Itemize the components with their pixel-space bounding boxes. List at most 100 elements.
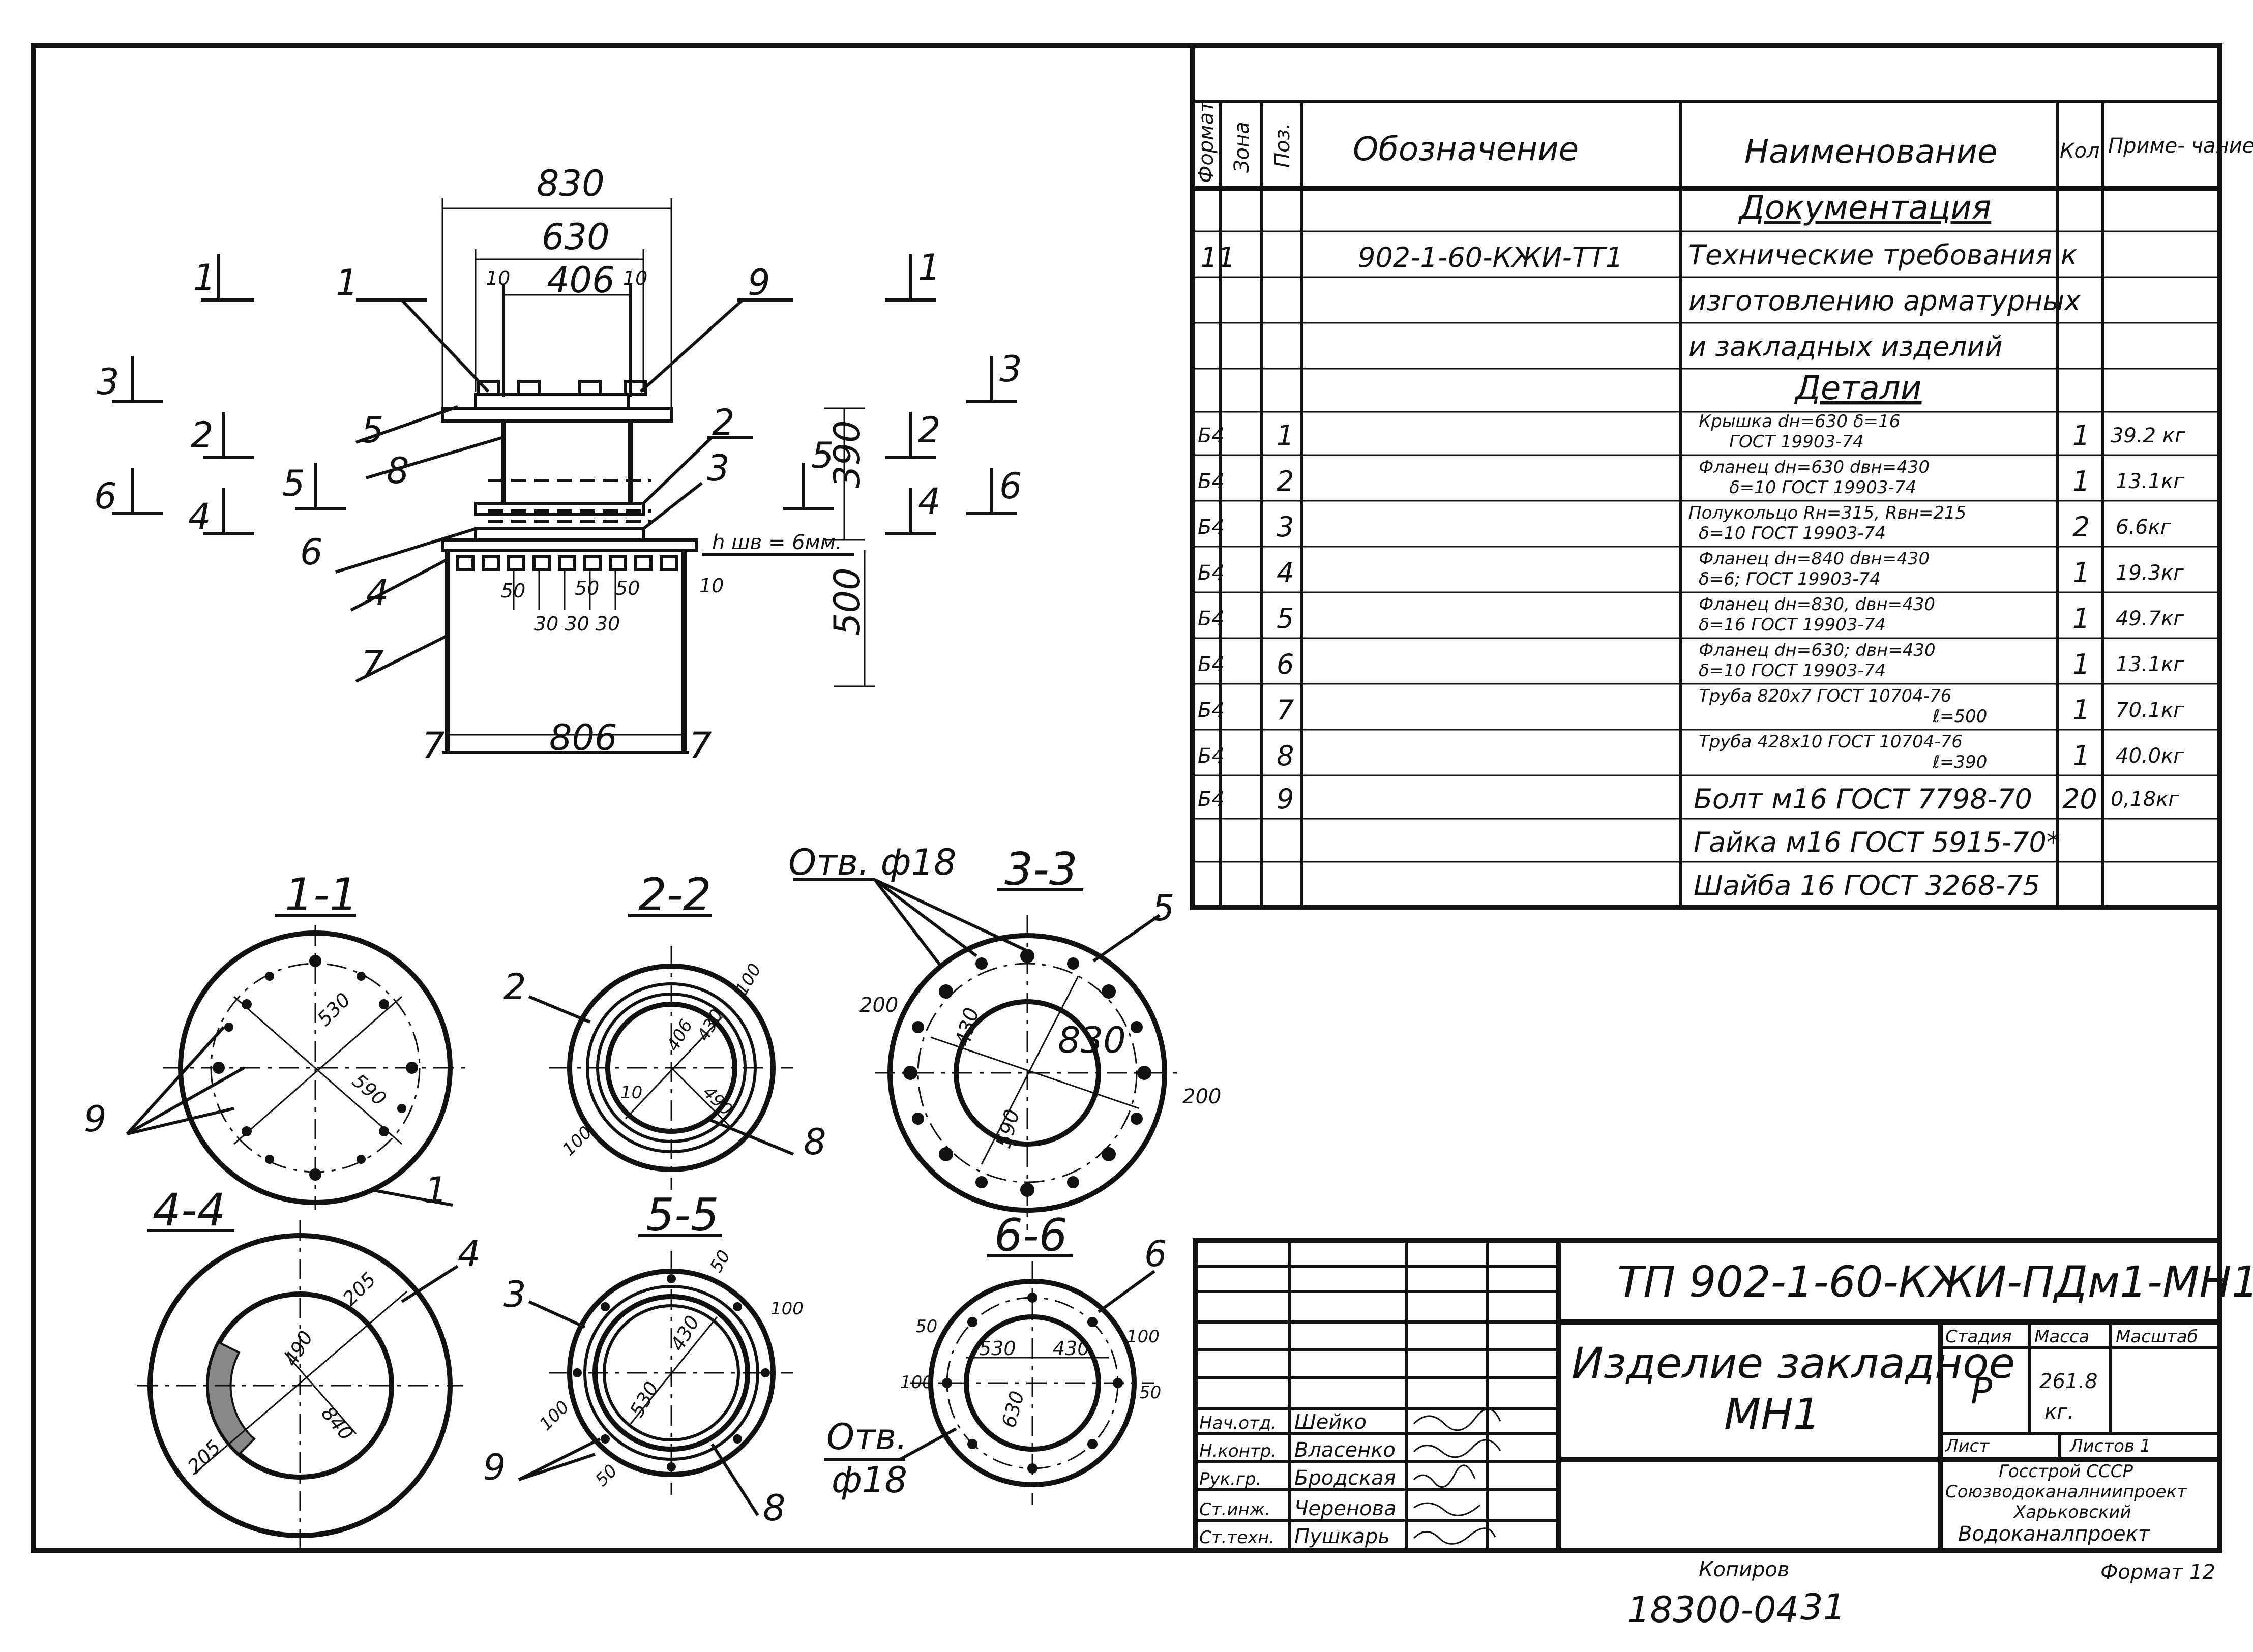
- doc-designation: 902-1-60-КЖИ-ТТ1: [1358, 242, 1623, 274]
- row2-pos: 2: [1277, 465, 1294, 497]
- s33-dim-200a: 200: [859, 994, 898, 1017]
- signatures: [1413, 1408, 1501, 1545]
- cover-plate: [474, 393, 630, 410]
- row3-qty: 2: [2072, 511, 2090, 543]
- dim-50c: 50: [615, 577, 640, 599]
- s55-dim-530: 530: [626, 1378, 663, 1421]
- sheet-label: Лист: [1944, 1436, 1990, 1456]
- callout-7b: 7: [422, 725, 445, 766]
- dim-50a: 50: [501, 580, 525, 602]
- row1-format: Б4: [1198, 424, 1225, 447]
- section-1-1: 1-1 530 590 9 1: [84, 868, 468, 1211]
- spec-table: Формат Зона Поз. Обозначение Наименовани…: [1190, 43, 2253, 910]
- weld-note: h шв = 6мм.: [712, 531, 842, 554]
- staff-role-4: Ст.инж.: [1199, 1499, 1270, 1520]
- row4-name1: Фланец dн=840 dвн=430: [1699, 549, 1930, 569]
- flange-5: [441, 407, 673, 423]
- s33-hole: Отв. ф18: [788, 842, 957, 883]
- s66-callout-6: 6: [1144, 1233, 1167, 1275]
- row9-qty: 20: [2062, 783, 2097, 815]
- row10-name1: Гайка м16 ГОСТ 5915-70*: [1694, 826, 2060, 858]
- doc-name-2: изготовлению арматурных: [1688, 285, 2081, 317]
- callout-8: 8: [387, 450, 409, 492]
- row5-name2: δ=16 ГОСТ 19903-74: [1699, 615, 1886, 635]
- row1-name2: ГОСТ 19903-74: [1729, 432, 1864, 452]
- callout-7: 7: [361, 643, 384, 685]
- row8-qty: 1: [2072, 740, 2090, 772]
- row6-name1: Фланец dн=630; dвн=430: [1699, 640, 1936, 660]
- callout-1: 1: [336, 262, 359, 304]
- row2-qty: 1: [2072, 465, 2090, 497]
- dim-10a: 10: [486, 267, 510, 289]
- s55-dim-50a: 50: [706, 1247, 734, 1276]
- org-3: Харьковский: [2013, 1502, 2131, 1522]
- spec-row-5: Б4 5 Фланец dн=830, dвн=430 δ=16 ГОСТ 19…: [1198, 594, 2184, 635]
- s11-dim-590: 590: [348, 1069, 391, 1110]
- footer-copied: Копиров: [1699, 1558, 1789, 1581]
- s11-callout-1: 1: [425, 1169, 448, 1211]
- s55-callout-3: 3: [503, 1274, 526, 1315]
- staff-role-5: Ст.техн.: [1199, 1527, 1274, 1548]
- row6-qty: 1: [2072, 648, 2090, 680]
- sheets-label: Листов 1: [2069, 1436, 2151, 1456]
- row9-note: 0,18кг: [2111, 788, 2179, 811]
- footer-sheet: 31: [1800, 1586, 1846, 1628]
- row7-name1: Труба 820х7 ГОСТ 10704-76: [1699, 686, 1951, 706]
- row6-note: 13.1кг: [2116, 653, 2184, 676]
- row6-name2: δ=10 ГОСТ 19903-74: [1699, 660, 1886, 681]
- row4-pos: 4: [1277, 557, 1294, 589]
- s66-hole: Отв.: [826, 1416, 907, 1458]
- row2-note: 13.1кг: [2116, 470, 2184, 493]
- stage-value: Р: [1971, 1370, 1993, 1412]
- s33-callout-5: 5: [1152, 887, 1175, 929]
- stage-label: Стадия: [1945, 1327, 2011, 1347]
- hdr-name: Наименование: [1744, 133, 1997, 171]
- section-title-5-5: 5-5: [646, 1189, 719, 1241]
- section-2-2: 2-2 406 430 490 100 100 10 2 8: [503, 868, 826, 1190]
- section-title-4-4: 4-4: [153, 1184, 226, 1236]
- callout-3: 3: [707, 447, 730, 489]
- spec-row-4: Б4 4 Фланец dн=840 dвн=430 δ=6; ГОСТ 199…: [1198, 549, 2184, 589]
- dim-630: 630: [542, 216, 610, 258]
- hdr-qty: Кол: [2060, 139, 2099, 163]
- section-documentation: Документация: [1738, 189, 1991, 227]
- title-block: ТП 902-1-60-КЖИ-ПДм1-МН1 Изделие закладн…: [1193, 1238, 2253, 1553]
- drawing-title-2: МН1: [1724, 1389, 1820, 1439]
- row8-name1: Труба 428х10 ГОСТ 10704-76: [1699, 732, 1963, 752]
- row3-pos: 3: [1277, 511, 1294, 543]
- hdr-pos: Поз.: [1271, 123, 1294, 168]
- s66-dim-430: 430: [1053, 1337, 1090, 1360]
- s22-dim-10: 10: [620, 1083, 642, 1103]
- row2-name2: δ=10 ГОСТ 19903-74: [1729, 477, 1916, 498]
- s66-dim-100b: 100: [1126, 1327, 1160, 1347]
- staff-name-4: Черенова: [1294, 1497, 1397, 1520]
- s66-dim-50b: 50: [1139, 1383, 1161, 1403]
- s55-callout-9: 9: [483, 1447, 506, 1488]
- callout-7c: 7: [689, 725, 712, 766]
- row4-qty: 1: [2072, 557, 2090, 589]
- dim-303030: 30 30 30: [534, 613, 620, 635]
- row4-name2: δ=6; ГОСТ 19903-74: [1699, 569, 1881, 589]
- row8-format: Б4: [1198, 744, 1225, 768]
- row7-name2: ℓ=500: [1932, 706, 1987, 727]
- s55-dim-50b: 50: [591, 1460, 621, 1490]
- staff-role-1: Нач.отд.: [1199, 1413, 1277, 1433]
- dim-500: 500: [826, 567, 868, 636]
- callout-4: 4: [366, 572, 389, 614]
- section-title-2-2: 2-2: [638, 868, 712, 921]
- staff-name-1: Шейко: [1294, 1410, 1367, 1434]
- section-title-3-3: 3-3: [1004, 843, 1078, 895]
- hdr-format: Формат: [1195, 100, 1218, 183]
- s11-callout-9: 9: [84, 1098, 107, 1140]
- spec-row-11: Шайба 16 ГОСТ 3268-75: [1694, 869, 2040, 902]
- s44-dim-205b: 205: [183, 1436, 225, 1478]
- row5-note: 49.7кг: [2116, 607, 2184, 630]
- spec-row-1: Б4 1 Крышка dн=630 δ=16 ГОСТ 19903-74 1 …: [1198, 411, 2186, 452]
- footer-number: 18300-04: [1627, 1589, 1799, 1631]
- spec-row-6: Б4 6 Фланец dн=630; dвн=430 δ=10 ГОСТ 19…: [1198, 640, 2184, 681]
- row8-pos: 8: [1277, 740, 1294, 772]
- spec-row-2: Б4 2 Фланец dн=630 dвн=430 δ=10 ГОСТ 199…: [1198, 457, 2184, 498]
- mass-label: Масса: [2034, 1327, 2089, 1347]
- cut-1-right: 1: [918, 247, 941, 288]
